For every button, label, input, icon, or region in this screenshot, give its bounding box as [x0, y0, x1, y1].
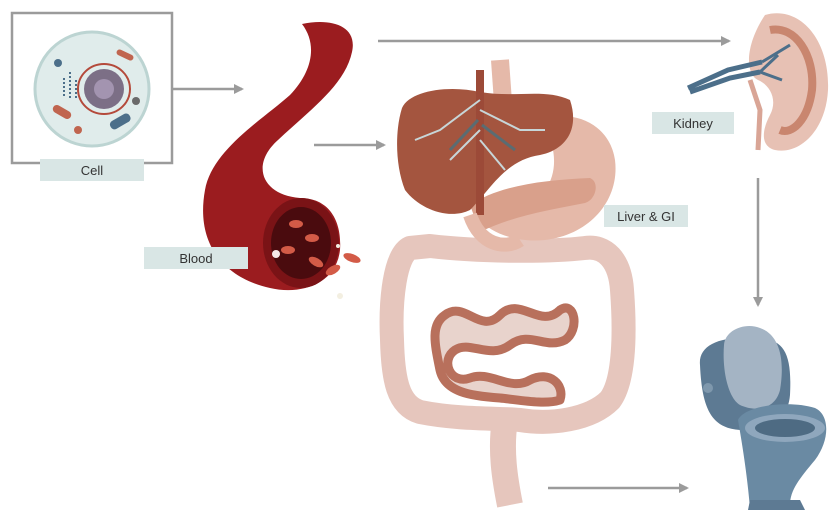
liver-gi-illustration [392, 60, 624, 505]
liver-gi-label: Liver & GI [604, 205, 688, 227]
cell-illustration [12, 13, 172, 163]
toilet-illustration [700, 326, 826, 510]
blood-label: Blood [144, 247, 248, 269]
kidney-label: Kidney [652, 112, 734, 134]
cell-label: Cell [40, 159, 144, 181]
